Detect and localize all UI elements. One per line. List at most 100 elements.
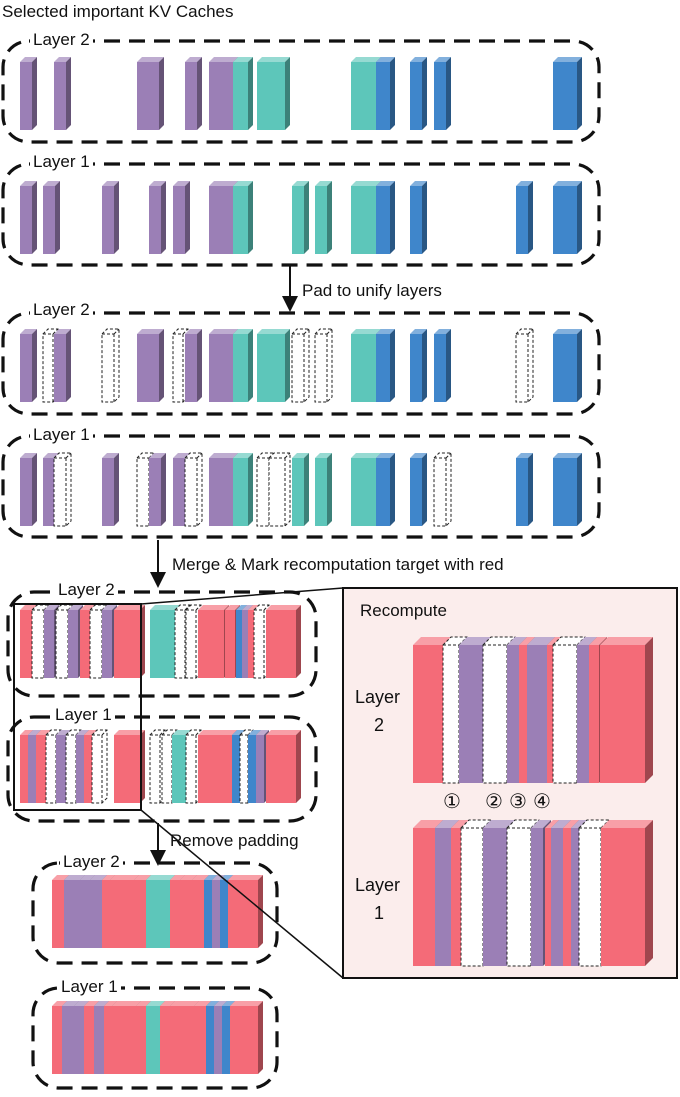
s1l2-block-8-face xyxy=(376,62,390,130)
s4l2-block-4-top xyxy=(102,875,115,880)
s2l2-block-17-face xyxy=(553,334,577,402)
s1l1-block-1-side xyxy=(55,181,60,254)
s4l2-block-3-top xyxy=(90,875,107,880)
s2l1-block-0 xyxy=(20,453,37,526)
s4l1-block-13-face xyxy=(214,1006,222,1074)
s3l1-pad-10 xyxy=(149,729,166,804)
s3l1-pad-10-edge xyxy=(159,729,166,736)
s2l1-block-9 xyxy=(233,453,253,526)
s1l1-block-1 xyxy=(43,181,60,254)
s2l1-block-3-top xyxy=(102,453,119,458)
s2l1-pad-11-edge xyxy=(284,452,291,459)
s1l1-block-7 xyxy=(292,181,309,254)
s4l1-block-15-side xyxy=(258,1001,263,1074)
inset-l1-block-12-top xyxy=(601,820,653,828)
s2l2-block-14-side xyxy=(422,329,427,402)
s2l2-block-6-side xyxy=(197,329,202,402)
s2l2-block-2-side xyxy=(66,329,71,402)
s4l1-block-9-face xyxy=(160,1006,170,1074)
inset-l2-block-10-top xyxy=(589,637,607,645)
s2l2-block-13-top xyxy=(376,329,395,334)
inset-l1-block-12-side xyxy=(645,820,653,966)
s3l2-block-15-face xyxy=(242,610,248,678)
s3l2-block-0-face xyxy=(20,610,32,678)
s3l1-block-17-face xyxy=(248,735,256,803)
marker-1: ① xyxy=(443,791,461,813)
s2l1-block-12 xyxy=(292,453,309,526)
s2l1-block-8-face xyxy=(209,458,233,526)
s2l1-block-13-top xyxy=(315,453,332,458)
s1l1-block-13-top xyxy=(553,181,582,186)
remove-step-label: Remove padding xyxy=(170,831,299,850)
s1l2-block-0-side xyxy=(32,57,37,130)
s2l2-block-9 xyxy=(257,329,290,402)
s1l2-block-8-side xyxy=(390,57,395,130)
s1l1-block-11-face xyxy=(410,186,422,254)
inset-l2-block-11-top xyxy=(600,637,653,645)
inset-l2-block-0-face xyxy=(413,645,443,783)
s1l2-block-1 xyxy=(54,57,71,130)
s3l1-block-4-face xyxy=(56,735,66,803)
s3l1-block-12-face xyxy=(172,735,186,803)
s2l1-block-14-face xyxy=(351,458,376,526)
s4l2-block-1-top xyxy=(64,875,85,880)
s1l1-block-0-top xyxy=(20,181,37,186)
s2l1-block-19-face xyxy=(553,458,577,526)
s1l2-block-3-face xyxy=(185,62,197,130)
s1l1-block-9-face xyxy=(351,186,376,254)
s2l2-block-15-top xyxy=(434,329,451,334)
s2l1-pad-2-outline xyxy=(53,452,72,527)
s2l2-block-17 xyxy=(553,329,582,402)
s1l2-block-11 xyxy=(553,57,582,130)
zoom-line-top xyxy=(140,587,344,605)
s1l1-block-5-face xyxy=(209,186,233,254)
s2l2-block-0-top xyxy=(20,329,37,334)
stage2-layer1-label: Layer 1 xyxy=(30,425,93,445)
s2l2-block-12-top xyxy=(351,329,381,334)
s2l1-block-18-side xyxy=(528,453,533,526)
s1l2-block-7-face xyxy=(351,62,376,130)
s1l1-block-13-face xyxy=(553,186,577,254)
inset-l1-block-10-face xyxy=(571,828,579,966)
inset-l2-block-6-face xyxy=(527,645,547,783)
s4l2-block-12-face xyxy=(212,880,220,948)
inset-l1-block-4-face xyxy=(483,828,507,966)
s1l1-block-2-face xyxy=(102,186,114,254)
s4l1-block-5-face xyxy=(104,1006,112,1074)
s2l1-block-6-face xyxy=(173,458,185,526)
s1l1-block-13-side xyxy=(577,181,582,254)
s2l2-pad-10-edge xyxy=(303,328,310,335)
s4l2-block-7-top xyxy=(146,875,175,880)
s2l1-block-19 xyxy=(553,453,582,526)
inset-l1-block-12 xyxy=(601,820,653,966)
s1l2-block-11-top xyxy=(553,57,582,62)
s4l2-block-14-top xyxy=(228,875,263,880)
s3l2-block-7-face xyxy=(102,610,112,678)
s1l1-block-1-top xyxy=(43,181,60,186)
s2l2-pad-11-outline xyxy=(314,328,333,403)
s2l1-pad-17 xyxy=(433,452,452,527)
s2l2-block-6-top xyxy=(185,329,202,334)
s4l2-block-13-face xyxy=(220,880,228,948)
s2l1-pad-11-outline xyxy=(268,452,291,527)
s3l1-block-15-top xyxy=(232,730,245,735)
inset-l2-block-4-top xyxy=(507,637,527,645)
s1l2-block-10-side xyxy=(446,57,451,130)
inset-l1-block-4-top xyxy=(483,820,515,828)
stage3-layer2-frame xyxy=(6,590,318,698)
s4l2-block-7-face xyxy=(146,880,170,948)
s4l1-block-10-face xyxy=(170,1006,194,1074)
s2l1-pad-7-edge xyxy=(196,452,203,459)
s3l2-block-15-top xyxy=(242,605,253,610)
s1l2-block-9-side xyxy=(422,57,427,130)
s2l1-block-8-top xyxy=(209,453,238,458)
s3l2-block-18-side xyxy=(296,605,301,678)
s1l1-block-12 xyxy=(516,181,533,254)
s1l2-block-2 xyxy=(137,57,164,130)
s1l2-block-4-face xyxy=(209,62,233,130)
s3l1-block-19 xyxy=(266,730,301,803)
s3l2-block-2-face xyxy=(44,610,54,678)
s3l1-block-18-face xyxy=(256,735,264,803)
s4l2-block-5-face xyxy=(110,880,134,948)
